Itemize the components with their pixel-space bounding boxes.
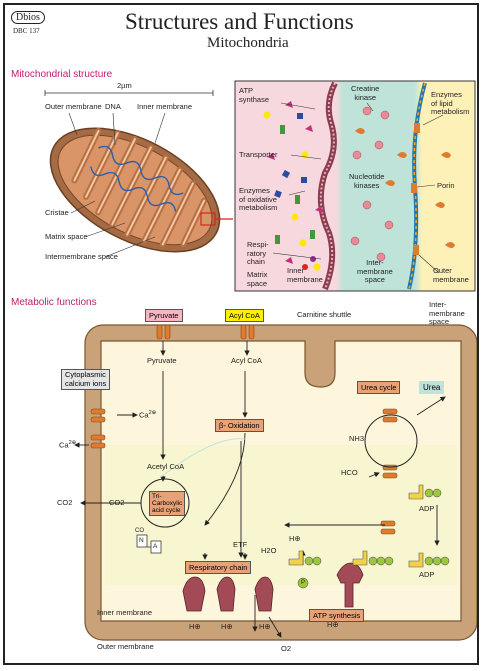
respiratory-chain-box: Respiratory chain [185,561,251,574]
co2-label-b: CO2 [57,499,72,508]
pyruvate-label: Pyruvate [147,357,177,366]
scale-label: 2µm [117,82,132,91]
cristae-label: Cristae [45,209,69,218]
beta-oxidation-box: β- Oxidation [215,419,264,432]
matrix-space-label: Matrix space [45,233,88,242]
o2-label: O2 [281,645,291,654]
acyl-coa-label: Acyl CoA [231,357,262,366]
label-porin: Porin [437,182,455,191]
intermembrane-space-label: Intermembrane space [45,253,118,262]
urea-box: Urea [419,381,444,394]
inner-membrane-label-m: Inner membrane [97,609,152,618]
p-label: P [301,579,305,588]
nad-a-label: A [153,543,157,552]
inner-membrane-label: Inner membrane [137,103,192,112]
carnitine-shuttle-label: Carnitine shuttle [297,311,351,320]
nh3-label: NH3 [349,435,364,444]
h-plus-label-5: H⊕ [327,621,339,630]
ca-in-label: Ca2⊕ [139,409,156,420]
outer-membrane-label-m: Outer membrane [97,643,154,652]
co2-label-a: CO2 [109,499,124,508]
hco3-label: HCO [341,469,358,478]
h2o-label: H2O [261,547,276,556]
page: Dbios DBC 137 Structures and Functions M… [3,3,479,665]
label-transporter: Transporter [239,151,278,160]
h-plus-label-4: H⊕ [259,623,271,632]
h-plus-label-3: H⊕ [221,623,233,632]
nad-top-label: CO [135,527,144,536]
adp-label-b: ADP [419,571,434,580]
ca-out-label: Ca2⊕ [59,439,76,450]
scale-bar [45,90,213,96]
etf-label: ETF [233,541,247,550]
adp-label: ADP [419,505,434,514]
acetyl-coa-label: Acetyl CoA [147,463,184,472]
h-plus-label-1: H⊕ [289,535,301,544]
pyruvate-box: Pyruvate [145,309,183,322]
dna-label: DNA [105,103,121,112]
nad-n-label: N [139,537,144,546]
h-plus-label-2: H⊕ [189,623,201,632]
metabolic-diagram [75,325,477,640]
outer-membrane-label: Outer membrane [45,103,102,112]
acyl-coa-box: Acyl CoA [225,309,264,322]
urea-cycle-box: Urea cycle [357,381,400,394]
